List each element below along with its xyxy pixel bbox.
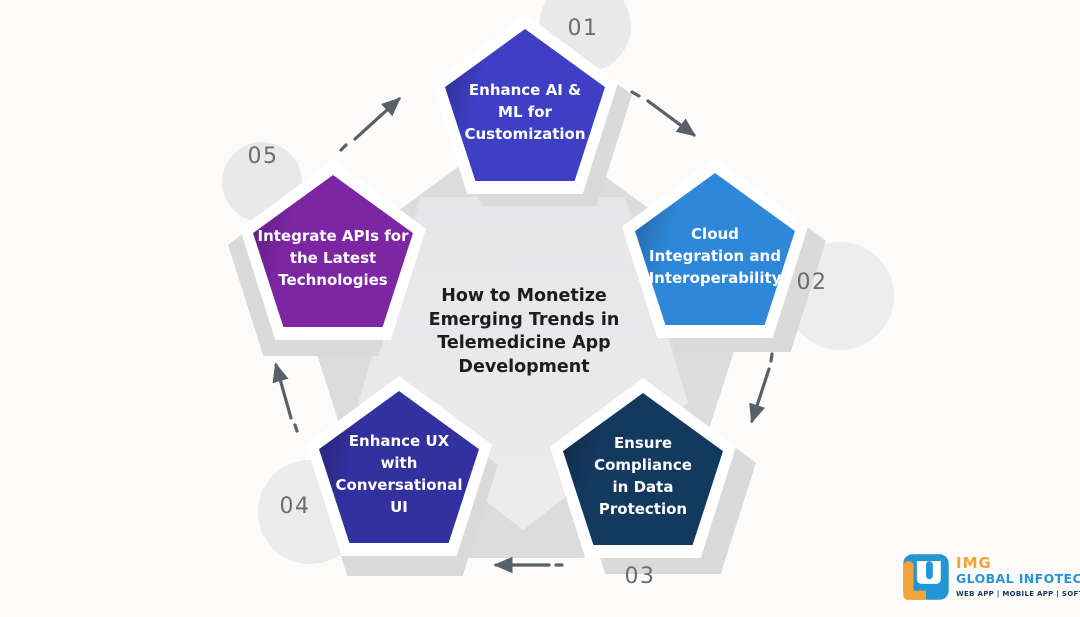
- step-unit-05: Integrate APIs for the Latest Technologi…: [228, 160, 426, 356]
- step-label-01: Enhance AI & ML for Customization: [464, 81, 586, 143]
- img-global-infotech-logo: IMG GLOBAL INFOTECH WEB APP | MOBILE APP…: [903, 552, 1080, 612]
- arrow-04-05-dash: [293, 423, 299, 433]
- step-unit-01: Enhance AI & ML for Customization: [432, 14, 632, 206]
- arrow-02-03-dash: [769, 352, 774, 363]
- arrow-05-01: [353, 97, 401, 141]
- arrow-04-05: [272, 362, 293, 420]
- step-number-04: 04: [279, 494, 311, 519]
- step-unit-02: Cloud Integration and Interoperability: [622, 158, 826, 352]
- arrow-05-01-dash: [339, 143, 348, 152]
- step-unit-03: Ensure Compliance in Data Protection: [550, 378, 756, 574]
- step-number-03: 03: [624, 564, 656, 589]
- step-number-05: 05: [247, 144, 279, 169]
- step-label-04: Enhance UX with Conversational UI: [335, 432, 463, 516]
- step-label-02: Cloud Integration and Interoperability: [648, 225, 782, 287]
- arrow-01-02-dash: [630, 90, 641, 98]
- arrow-01-02: [646, 99, 697, 137]
- step-number-02: 02: [796, 270, 828, 295]
- arrow-02-03: [749, 367, 771, 424]
- step-label-03: Ensure Compliance in Data Protection: [594, 434, 692, 518]
- step-number-01: 01: [567, 16, 599, 41]
- logo-tagline: WEB APP | MOBILE APP | SOFTWARE: [956, 590, 1080, 598]
- logo-name: IMG: [956, 554, 992, 572]
- step-label-05: Integrate APIs for the Latest Technologi…: [257, 227, 409, 289]
- step-unit-04: Enhance UX with Conversational UI: [306, 376, 498, 576]
- logo-company-name: GLOBAL INFOTECH: [956, 571, 1080, 586]
- infographic-title: How to Monetize Emerging Trends in Telem…: [428, 286, 620, 377]
- img-logo-icon: [903, 554, 949, 600]
